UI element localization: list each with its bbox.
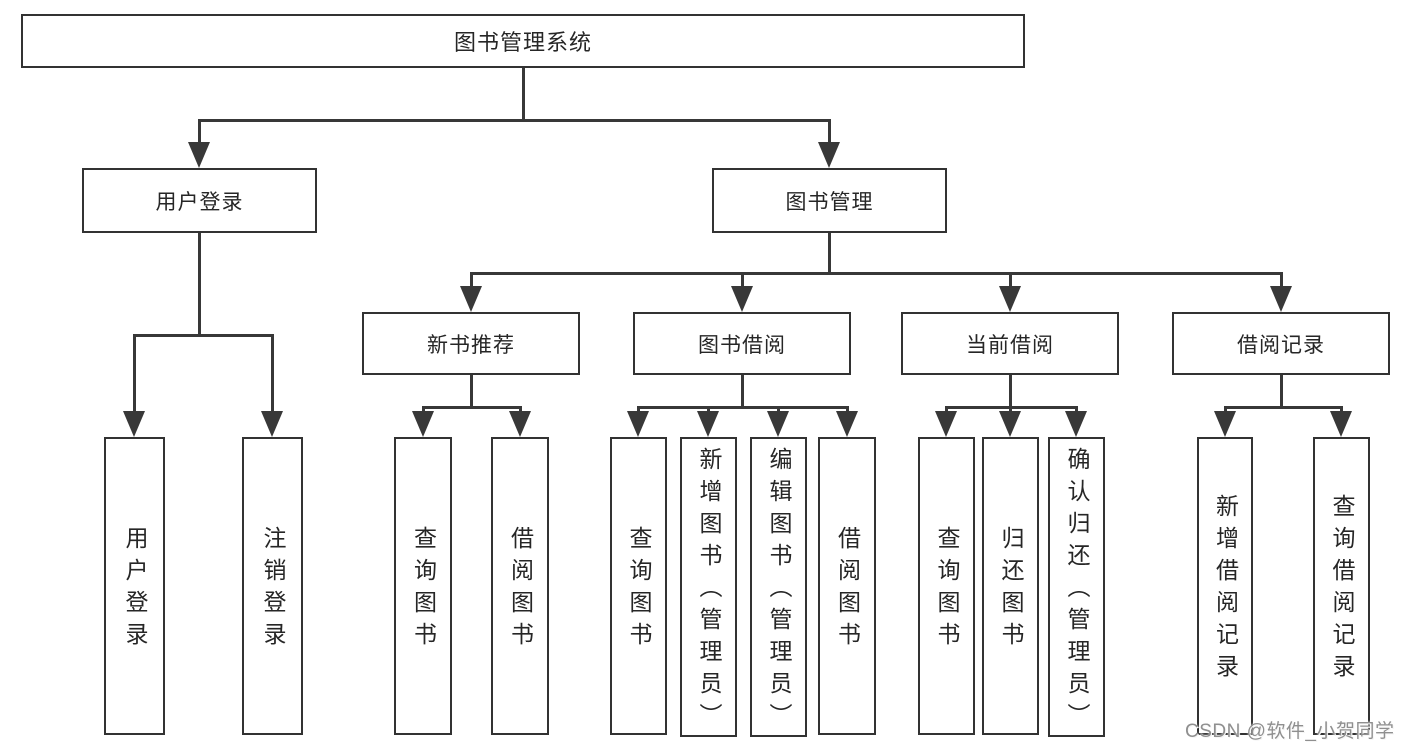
arrow-down-icon — [767, 411, 789, 437]
node-current-borrowing: 当前借阅 — [901, 312, 1119, 375]
connector-bar-line — [469, 271, 1283, 275]
arrow-down-icon — [123, 411, 145, 437]
leaf-user-login: 用户登录 — [104, 437, 165, 735]
connector-stem-line — [469, 375, 473, 407]
leaf-confirm-return-admin: 确认归还（管理员） — [1048, 437, 1105, 737]
leaf-query-books-current: 查询图书 — [918, 437, 975, 735]
leaf-add-books-admin: 新增图书（管理员） — [680, 437, 737, 737]
connector-drop-line — [740, 273, 744, 292]
node-user-login: 用户登录 — [82, 168, 317, 233]
leaf-logout: 注销登录 — [242, 437, 303, 735]
connector-stem-line — [740, 375, 744, 407]
arrow-down-icon — [836, 411, 858, 437]
arrow-down-icon — [818, 142, 840, 168]
arrow-down-icon — [731, 286, 753, 312]
arrow-down-icon — [935, 411, 957, 437]
connector-bar-line — [1223, 405, 1343, 409]
connector-stem-line — [1279, 375, 1283, 407]
arrow-down-icon — [412, 411, 434, 437]
leaf-borrow-books-borrowing: 借阅图书 — [818, 437, 876, 735]
connector-drop-line — [132, 335, 136, 417]
arrow-down-icon — [697, 411, 719, 437]
connector-bar-line — [132, 333, 274, 337]
connector-drop-line — [827, 120, 831, 148]
connector-bar-line — [636, 405, 849, 409]
leaf-edit-books-admin: 编辑图书（管理员） — [750, 437, 807, 737]
arrow-down-icon — [460, 286, 482, 312]
arrow-down-icon — [1214, 411, 1236, 437]
leaf-borrow-books-recommend: 借阅图书 — [491, 437, 549, 735]
arrow-down-icon — [1065, 411, 1087, 437]
connector-bar-line — [421, 405, 522, 409]
leaf-return-books: 归还图书 — [982, 437, 1039, 735]
node-borrowing-records: 借阅记录 — [1172, 312, 1390, 375]
leaf-add-borrow-record: 新增借阅记录 — [1197, 437, 1253, 735]
connector-drop-line — [1008, 273, 1012, 292]
arrow-down-icon — [1270, 286, 1292, 312]
connector-stem-line — [197, 233, 201, 335]
arrow-down-icon — [1330, 411, 1352, 437]
connector-drop-line — [270, 335, 274, 417]
connector-stem-line — [1008, 375, 1012, 407]
connector-drop-line — [197, 120, 201, 148]
leaf-query-books-borrowing: 查询图书 — [610, 437, 667, 735]
leaf-query-borrow-record: 查询借阅记录 — [1313, 437, 1370, 735]
connector-drop-line — [1279, 273, 1283, 292]
leaf-query-books-recommend: 查询图书 — [394, 437, 452, 735]
arrow-down-icon — [188, 142, 210, 168]
arrow-down-icon — [999, 286, 1021, 312]
arrow-down-icon — [509, 411, 531, 437]
connector-bar-line — [197, 118, 831, 122]
connector-stem-line — [521, 68, 525, 120]
arrow-down-icon — [261, 411, 283, 437]
csdn-watermark: CSDN @软件_小贺同学 — [1185, 721, 1395, 742]
arrow-down-icon — [627, 411, 649, 437]
connector-stem-line — [827, 233, 831, 273]
node-book-borrowing: 图书借阅 — [633, 312, 851, 375]
node-book-management: 图书管理 — [712, 168, 947, 233]
connector-drop-line — [469, 273, 473, 292]
arrow-down-icon — [999, 411, 1021, 437]
node-library-management-system: 图书管理系统 — [21, 14, 1025, 68]
node-new-book-recommendation: 新书推荐 — [362, 312, 580, 375]
